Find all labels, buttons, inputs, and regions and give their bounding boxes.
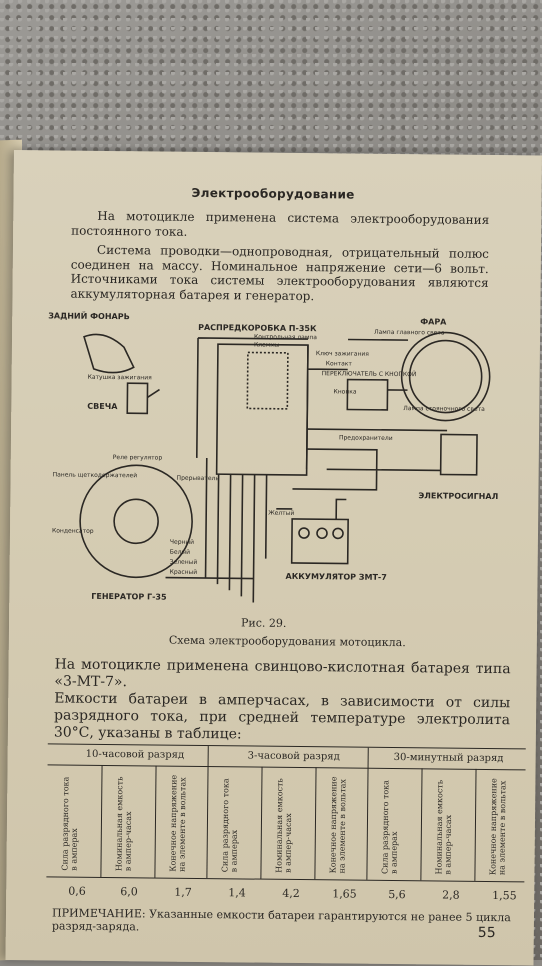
col-header-text: Номинальная емкость в ампер-часах bbox=[114, 776, 134, 872]
paragraph-2-text: Система проводки—однопроводная, отрицате… bbox=[70, 242, 490, 303]
figure-number: Рис. 29. bbox=[240, 616, 287, 630]
col-header-text: Номинальная емкость в ампер-часах bbox=[274, 778, 294, 873]
table-cell: 1,7 bbox=[174, 885, 192, 899]
table-cell: 1,65 bbox=[332, 887, 357, 901]
col-header-text: Конечное напряжение на элементе в вольта… bbox=[168, 774, 188, 872]
table-header-rule bbox=[47, 764, 526, 771]
table-col-header: Номинальная емкость в ампер-часах bbox=[114, 771, 135, 871]
table-cell: 2,8 bbox=[442, 888, 460, 902]
label-rear-light: ЗАДНИЙ ФОНАРЬ bbox=[48, 309, 130, 321]
label-contact: Контакт bbox=[326, 360, 353, 367]
table-col-header: Конечное напряжение на элементе в вольта… bbox=[168, 772, 189, 872]
wire-color-2: Зеленый bbox=[170, 559, 198, 566]
label-spark-plug: СВЕЧА bbox=[87, 402, 118, 411]
table-cell: 1,4 bbox=[228, 886, 246, 900]
table-cell: 4,2 bbox=[282, 886, 300, 901]
rear-light-shape bbox=[83, 333, 135, 374]
label-breaker: Прерыватель bbox=[177, 475, 220, 482]
label-battery: АККУМУЛЯТОР ЗМТ-7 bbox=[286, 572, 387, 582]
label-ignition-key: Ключ зажигания bbox=[316, 350, 369, 358]
table-col-divider bbox=[420, 768, 423, 881]
distributor-box-shape bbox=[215, 343, 309, 476]
table-col-divider bbox=[314, 767, 317, 880]
paragraph-1-text: На мотоцикле применена система электрооб… bbox=[71, 208, 490, 239]
paragraph-4: Емкости батареи в амперчасах, в зависимо… bbox=[54, 690, 511, 746]
col-header-text: Конечное напряжение на элементе в вольта… bbox=[328, 776, 348, 874]
table-cell: 5,6 bbox=[388, 887, 406, 902]
page-number: 55 bbox=[477, 924, 496, 942]
label-condenser: Конденсатор bbox=[52, 527, 94, 534]
col-header-text: Сила разрядного тока в амперах bbox=[220, 778, 239, 873]
col-header-text: Конечное напряжение на элементе в вольта… bbox=[488, 778, 508, 876]
label-parking-lamp: Лампа стояночного света bbox=[403, 405, 485, 413]
table-col-header: Сила разрядного тока в амперах bbox=[220, 772, 241, 872]
paragraph-3: На мотоцикле применена свинцово-кислотна… bbox=[54, 656, 510, 695]
table-col-header: Сила разрядного тока в амперах bbox=[60, 771, 81, 871]
col-header-text: Сила разрядного тока в амперах bbox=[380, 779, 399, 875]
col-header-text: Номинальная емкость в ампер-часах bbox=[434, 779, 454, 875]
table-col-header: Конечное напряжение на элементе в вольта… bbox=[488, 775, 509, 875]
table-col-divider bbox=[474, 768, 477, 881]
table-cell: 6,0 bbox=[120, 885, 138, 899]
label-brush-plate: Панель щеткодержателей bbox=[53, 471, 138, 479]
col-header-text: Сила разрядного тока в амперах bbox=[60, 776, 79, 871]
battery-shape bbox=[290, 518, 349, 565]
switch-shape bbox=[346, 378, 389, 411]
footnote: ПРИМЕЧАНИЕ: Указанные емкости батареи га… bbox=[51, 906, 511, 934]
table-group-3h: 3-часовой разряд bbox=[247, 750, 340, 763]
label-ignition-coil: Катушка зажигания bbox=[88, 374, 153, 382]
table-group-divider bbox=[366, 747, 369, 880]
generator-shape bbox=[79, 464, 193, 579]
table-col-header: Сила разрядного тока в амперах bbox=[380, 774, 401, 874]
label-headlight: ФАРА bbox=[420, 317, 447, 326]
table-col-header: Номинальная емкость в ампер-часах bbox=[274, 773, 295, 873]
wire-color-3: Красный bbox=[170, 569, 198, 576]
table-col-header: Конечное напряжение на элементе в вольта… bbox=[328, 773, 349, 873]
spark-plug-shape bbox=[126, 382, 149, 415]
section-heading: Электрооборудование bbox=[191, 185, 355, 202]
label-relay: Реле регулятор bbox=[113, 454, 163, 462]
figure-caption: Схема электрооборудования мотоцикла. bbox=[168, 633, 406, 650]
label-button: Кнопка bbox=[333, 388, 356, 395]
table-group-30m: 30-минутный разряд bbox=[393, 752, 504, 765]
wiring-diagram: ЗАДНИЙ ФОНАРЬ РАСПРЕДКОРОБКА П-35К ФАРА … bbox=[48, 309, 498, 603]
table-cell: 1,55 bbox=[492, 889, 517, 903]
paragraph-2: Система проводки—однопроводная, отрицате… bbox=[70, 243, 489, 305]
table-col-divider bbox=[100, 764, 103, 877]
label-horn: ЭЛЕКТРОСИГНАЛ bbox=[418, 491, 498, 501]
table-col-divider bbox=[260, 766, 263, 879]
label-terminals: Клеммы bbox=[254, 342, 280, 349]
table-col-header: Номинальная емкость в ампер-часах bbox=[434, 774, 455, 875]
label-main-lamp: Лампа главного света bbox=[374, 329, 445, 337]
table-group-divider bbox=[206, 746, 209, 879]
paragraph-3-text: На мотоцикле применена свинцово-кислотна… bbox=[54, 656, 511, 691]
label-control-lamp: Контрольная лампа bbox=[254, 334, 317, 342]
table-group-10h: 10-часовой разряд bbox=[85, 748, 185, 761]
table-cell: 0,6 bbox=[68, 884, 86, 898]
label-fuses: Предохранители bbox=[339, 434, 393, 442]
wire-color-1: Белый bbox=[170, 549, 190, 556]
horn-shape bbox=[439, 433, 478, 476]
label-distributor: РАСПРЕДКОРОБКА П-35К bbox=[198, 323, 317, 333]
label-switch: ПЕРЕКЛЮЧАТЕЛЬ С КНОПКОЙ bbox=[322, 370, 417, 378]
table-col-divider bbox=[154, 765, 157, 878]
wire-color-0: Черный bbox=[170, 539, 194, 546]
capacity-table: 10-часовой разряд 3-часовой разряд 30-ми… bbox=[46, 743, 526, 883]
paragraph-4-text: Емкости батареи в амперчасах, в зависимо… bbox=[53, 690, 511, 743]
label-generator: ГЕНЕРАТОР Г-35 bbox=[91, 592, 167, 602]
headlight-shape bbox=[400, 331, 491, 422]
paragraph-1: На мотоцикле применена система электрооб… bbox=[71, 209, 489, 242]
wire-color-4: Желтый bbox=[268, 510, 294, 517]
book-page: Электрооборудование На мотоцикле примене… bbox=[5, 150, 542, 966]
